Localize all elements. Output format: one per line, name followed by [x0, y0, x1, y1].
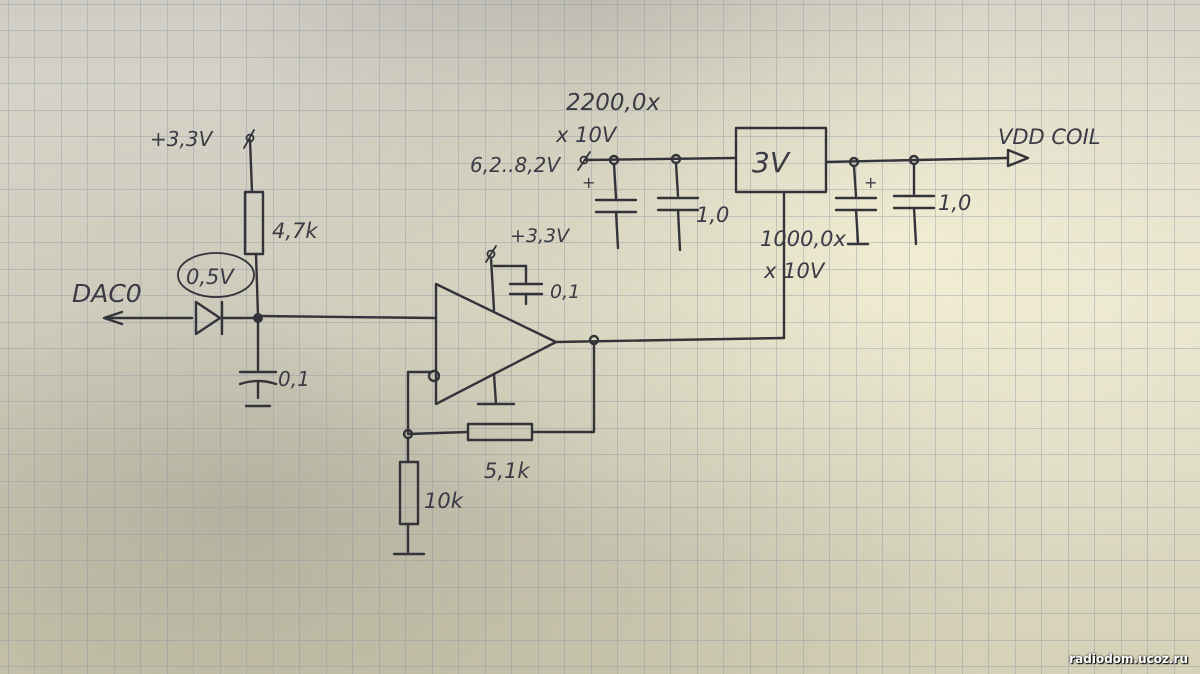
label-cap-bulk-out-value: 1000,0x — [760, 227, 846, 251]
label-cap-bulk-in-voltage: x 10V — [555, 123, 618, 147]
opamp-triangle — [434, 282, 558, 406]
diode — [194, 300, 260, 336]
label-diode-voltage: 0,5V — [186, 265, 235, 289]
output-arrow — [1006, 148, 1030, 168]
wire-to-opamp — [256, 314, 438, 320]
label-supply-opamp: +3,3V — [510, 225, 571, 247]
wire-feedback-right — [530, 342, 596, 434]
label-r-feedback: 5,1k — [484, 459, 530, 483]
label-regulator: 3V — [752, 146, 791, 179]
diode-voltage-circle — [177, 252, 255, 298]
label-input-name: DAC0 — [72, 279, 142, 308]
cap-bulk-out-1000u — [834, 164, 878, 246]
label-input-voltage-range: 6,2..8,2V — [470, 153, 561, 177]
label-r-pullup: 4,7k — [272, 219, 318, 243]
input-arrow — [102, 310, 194, 326]
label-cap-bulk-out-voltage: x 10V — [763, 259, 826, 283]
label-supply-3v3-top: +3,3V — [150, 127, 214, 151]
label-cap-bulk-in-value: 2200,0x — [566, 90, 660, 116]
label-cap-in-plus: + — [582, 173, 595, 192]
opamp-inverting-input — [427, 369, 441, 383]
wire-output-to-regulator — [554, 336, 786, 344]
watermark: radiodom.ucoz.ru — [1069, 652, 1188, 666]
cap-ceramic-out-1u0 — [892, 162, 936, 246]
label-cap-out-plus: + — [864, 173, 877, 192]
label-output-name: VDD COIL — [998, 125, 1100, 149]
opamp-supply — [485, 245, 544, 312]
cap-input-0u1 — [238, 316, 278, 408]
wire-feedback-left — [406, 370, 470, 436]
label-cap-in-ceramic: 1,0 — [696, 203, 729, 227]
r-ground-10k — [392, 436, 426, 556]
cap-bulk-in-2200u — [594, 162, 638, 250]
label-cap-input: 0,1 — [278, 367, 310, 391]
r-pullup-4k7 — [243, 138, 265, 318]
opamp-ground — [492, 372, 498, 406]
label-cap-opamp-decoupling: 0,1 — [550, 281, 580, 303]
label-cap-out-ceramic: 1,0 — [938, 191, 971, 215]
label-r-ground: 10k — [424, 489, 464, 513]
regulator-3v-box — [734, 126, 828, 194]
cap-ceramic-in-1u0 — [656, 161, 700, 252]
